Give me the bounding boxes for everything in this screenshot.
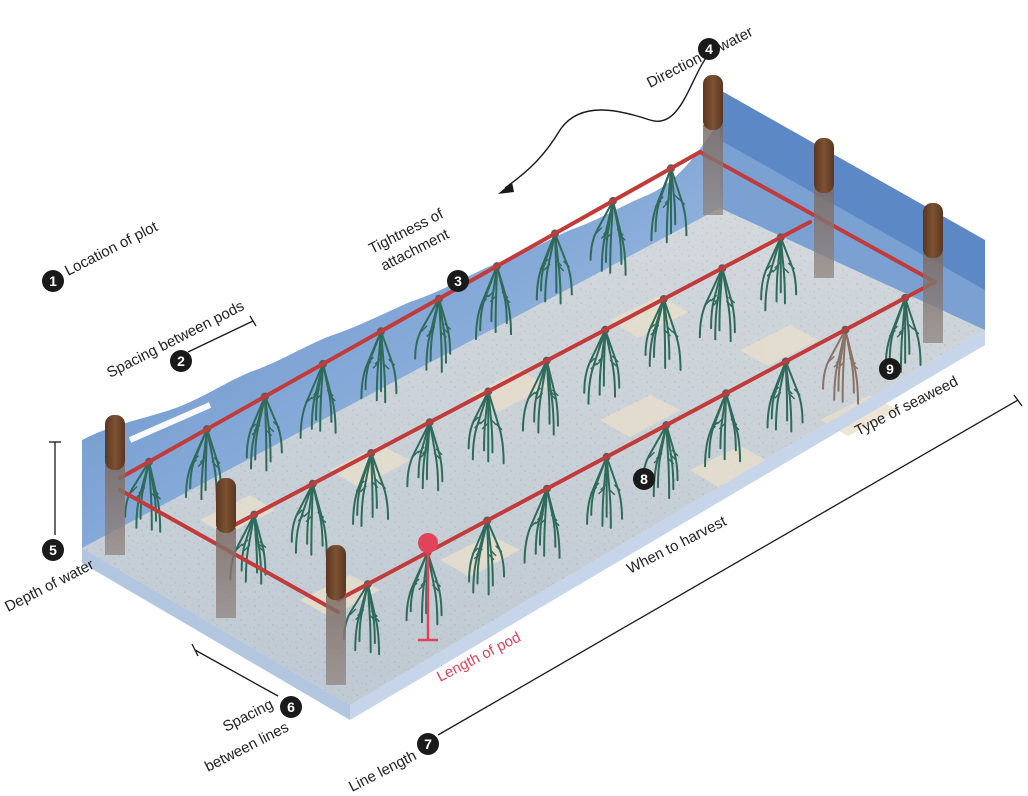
label-depth-of-water: Depth of water xyxy=(2,556,97,615)
label-line-length: Line length xyxy=(346,747,419,795)
badge-4: 4 xyxy=(698,38,720,60)
badge-9: 9 xyxy=(879,358,901,380)
svg-text:1: 1 xyxy=(49,273,57,289)
badge-1: 1 xyxy=(42,270,64,292)
wooden-post xyxy=(814,138,834,278)
badge-7: 7 xyxy=(417,733,439,755)
badge-8: 8 xyxy=(633,468,655,490)
wooden-post xyxy=(326,545,346,685)
svg-text:9: 9 xyxy=(886,361,894,377)
wooden-post xyxy=(105,415,125,555)
label-direction-of-water: Direction of water xyxy=(644,23,756,91)
wooden-post xyxy=(703,75,723,215)
badge-6: 6 xyxy=(280,696,302,718)
svg-text:7: 7 xyxy=(424,736,432,752)
svg-text:2: 2 xyxy=(177,353,185,369)
arrow-head-icon xyxy=(498,182,514,194)
svg-text:3: 3 xyxy=(454,273,462,289)
wooden-post xyxy=(216,478,236,618)
label-spacing-lines-line2: between lines xyxy=(202,719,291,776)
badge-3: 3 xyxy=(447,270,469,292)
svg-text:6: 6 xyxy=(287,699,295,715)
wooden-post xyxy=(923,203,943,343)
svg-text:4: 4 xyxy=(705,41,713,57)
badge-2: 2 xyxy=(170,350,192,372)
badge-5: 5 xyxy=(42,539,64,561)
svg-text:5: 5 xyxy=(49,542,57,558)
label-location-of-plot: Location of plot xyxy=(62,218,161,280)
svg-text:8: 8 xyxy=(640,471,648,487)
